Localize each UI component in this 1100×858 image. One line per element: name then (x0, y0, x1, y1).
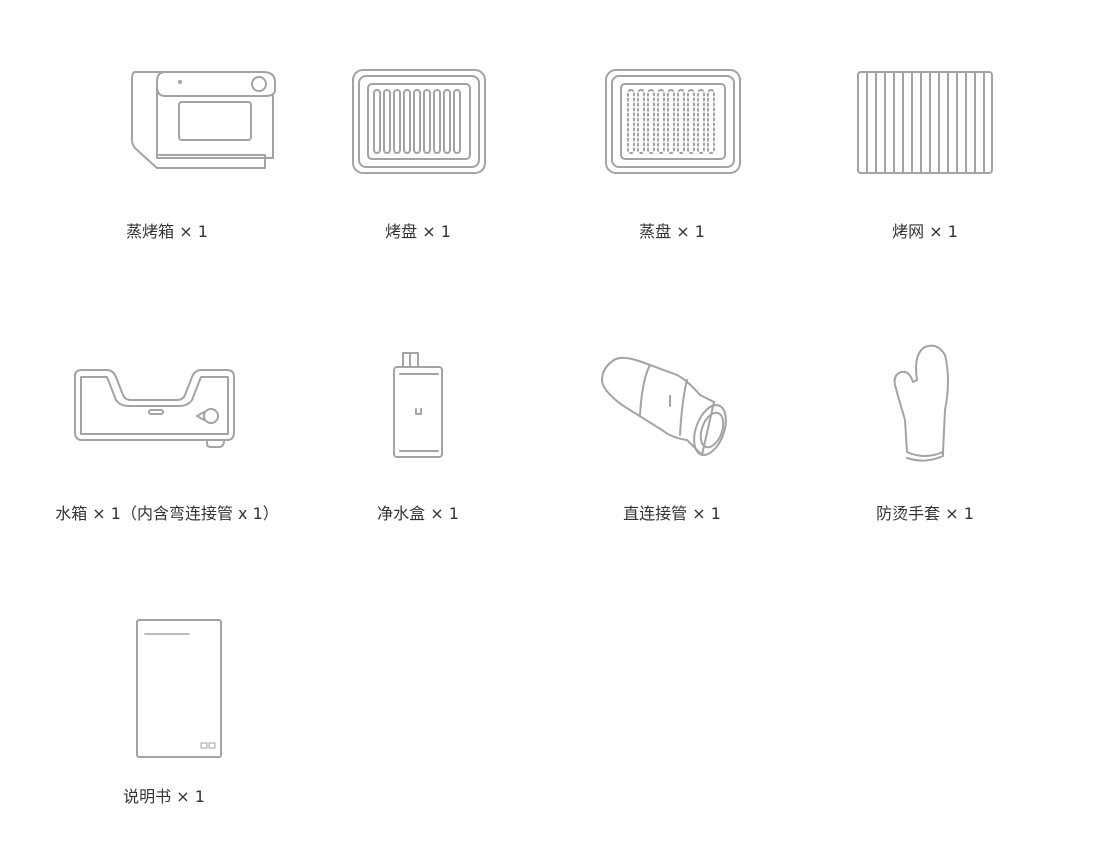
item-label: 蒸盘 × 1 (639, 222, 705, 241)
item-steam-oven: 蒸烤箱 × 1 (37, 60, 297, 250)
item-manual: 说明书 × 1 (34, 615, 294, 815)
steam-tray-icon (605, 69, 741, 174)
item-label: 蒸烤箱 × 1 (126, 222, 208, 241)
item-label: 水箱 × 1（内含弯连接管 x 1） (55, 504, 279, 523)
item-water-tank: 水箱 × 1（内含弯连接管 x 1） (37, 340, 297, 530)
manual-icon (136, 619, 222, 758)
item-label: 防烫手套 × 1 (876, 504, 974, 523)
item-steam-tray: 蒸盘 × 1 (542, 60, 802, 250)
water-filter-box-icon (393, 352, 443, 458)
item-baking-tray: 烤盘 × 1 (288, 60, 548, 250)
item-label: 说明书 × 1 (123, 787, 205, 806)
item-straight-connector-pipe: 直连接管 × 1 (542, 340, 802, 530)
item-label: 直连接管 × 1 (623, 504, 721, 523)
baking-tray-icon (352, 69, 486, 174)
item-oven-mitt: 防烫手套 × 1 (795, 340, 1055, 530)
item-label: 净水盒 × 1 (377, 504, 459, 523)
item-label: 烤网 × 1 (892, 222, 958, 241)
grill-rack-icon (857, 71, 993, 174)
item-grill-rack: 烤网 × 1 (795, 60, 1055, 250)
item-water-filter-box: 净水盒 × 1 (288, 340, 548, 530)
oven-mitt-icon (893, 344, 949, 462)
item-label: 烤盘 × 1 (385, 222, 451, 241)
steam-oven-icon (131, 71, 276, 169)
straight-connector-pipe-icon (601, 356, 727, 456)
water-tank-icon (74, 369, 235, 448)
